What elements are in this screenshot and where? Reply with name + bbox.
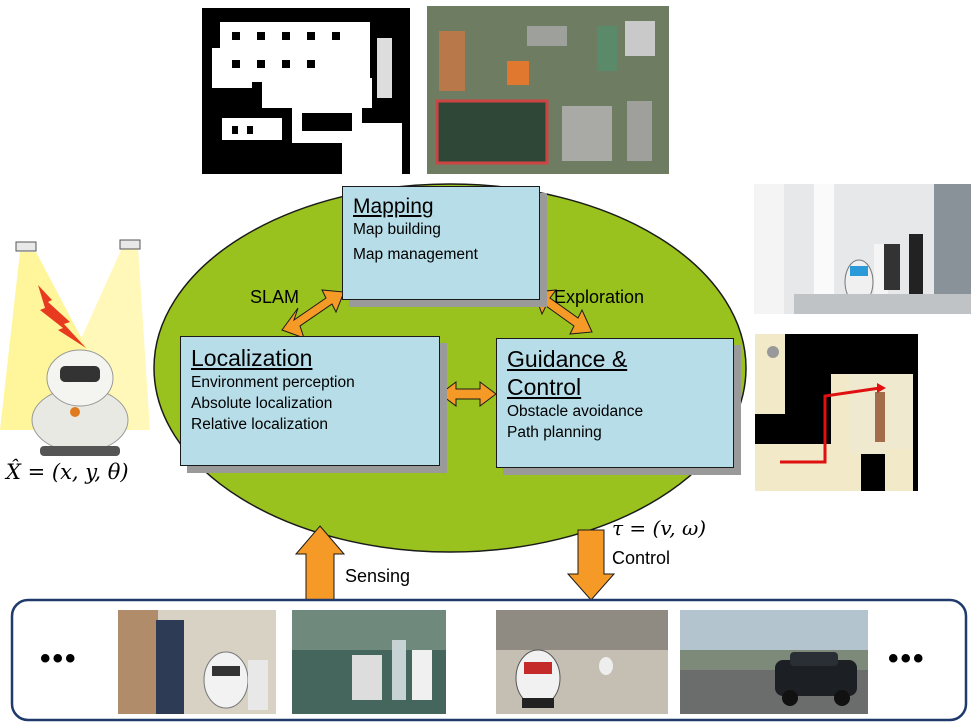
control-arrow: [566, 529, 616, 601]
robots-frame: [10, 598, 968, 722]
slam-label: SLAM: [250, 287, 300, 307]
mapping-box: Mapping Map building Map management: [342, 186, 540, 300]
mapping-title: Mapping: [353, 195, 434, 218]
mapping-item: Map building: [353, 221, 441, 238]
signal-bolt-icon: [38, 285, 86, 348]
localization-item: Absolute localization: [191, 395, 333, 412]
ceiling-sensor-right: [119, 239, 141, 250]
ceiling-sensor-left: [15, 241, 37, 252]
guidance-title: Guidance &: [507, 346, 628, 372]
hospital-robot-photo: [292, 610, 446, 714]
indoor-path-map: [755, 334, 918, 491]
outdoor-robot-photo: [496, 610, 668, 714]
localization-item: Relative localization: [191, 416, 328, 433]
ellipsis-right: •••: [888, 642, 926, 675]
sensing-label: Sensing: [345, 566, 411, 586]
occupancy-grid-map: [202, 8, 410, 174]
retail-robot-photo: [118, 610, 276, 714]
guidance-item: Obstacle avoidance: [507, 403, 644, 420]
guidance-item: Path planning: [507, 424, 602, 441]
hallway-robot-photo: [754, 184, 971, 314]
guidance-title: Control: [507, 374, 582, 400]
ellipsis-left: •••: [40, 642, 78, 675]
guidance-box: Guidance & Control Obstacle avoidance Pa…: [496, 338, 734, 468]
robot-icon: [31, 349, 129, 456]
exploration-label: Exploration: [554, 287, 645, 307]
mapping-item: Map management: [353, 246, 478, 263]
pose-formula: X̂ = (x, y, θ): [6, 460, 129, 484]
satellite-map: [427, 6, 669, 174]
localization-title: Localization: [191, 345, 313, 371]
localization-box: Localization Environment perception Abso…: [180, 336, 440, 466]
control-formula: τ = (v, ω): [612, 516, 707, 540]
autonomous-car-photo: [680, 610, 868, 714]
control-label: Control: [612, 548, 671, 568]
exploration-arrow: [533, 289, 593, 335]
localization-item: Environment perception: [191, 374, 355, 391]
